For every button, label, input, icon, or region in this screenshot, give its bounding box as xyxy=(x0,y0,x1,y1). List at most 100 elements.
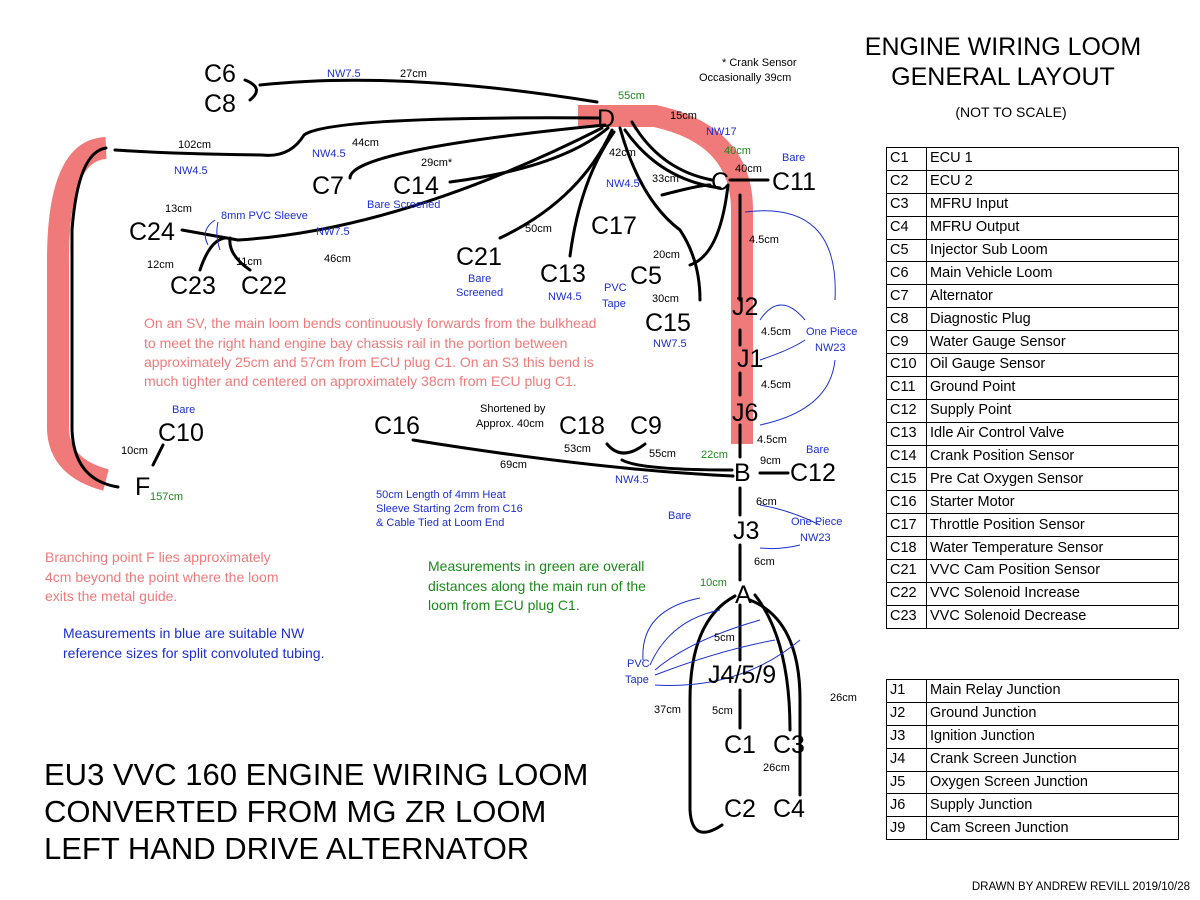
main-title-line-3: LEFT HAND DRIVE ALTERNATOR xyxy=(44,831,530,866)
meas-55: 55cm xyxy=(649,448,676,460)
meas-69: 69cm xyxy=(500,459,527,471)
svg-text:reference sizes for split conv: reference sizes for split convoluted tub… xyxy=(63,645,324,661)
legend-description: Crank Position Sensor xyxy=(926,444,1179,469)
blue-bare4: Bare xyxy=(668,510,691,522)
main-run-highlight xyxy=(578,105,753,444)
blue-bare-screened2b: Screened xyxy=(456,287,503,299)
legend-description: MFRU Output xyxy=(926,215,1179,240)
svg-text:Measurements in blue are suita: Measurements in blue are suitable NW xyxy=(63,625,305,641)
legend-description: VVC Cam Position Sensor xyxy=(926,559,1179,583)
legend-description: Crank Screen Junction xyxy=(926,747,1179,772)
legend-code: J1 xyxy=(886,679,927,703)
legend-description: Ignition Junction xyxy=(926,724,1179,749)
node-c23: C23 xyxy=(170,272,216,300)
meas-26a: 26cm xyxy=(830,692,857,704)
legend-code: C8 xyxy=(886,307,927,332)
green-157: 157cm xyxy=(150,491,183,503)
node-c16: C16 xyxy=(374,412,420,440)
legend-description: Alternator xyxy=(926,284,1179,309)
svg-text:approximately 25cm and 57cm fr: approximately 25cm and 57cm from ECU plu… xyxy=(144,354,594,370)
meas-6b: 6cm xyxy=(754,556,775,568)
blue-heat2: Sleeve Starting 2cm from C16 xyxy=(376,503,523,515)
node-j459: J4/5/9 xyxy=(708,661,776,689)
meas-13: 13cm xyxy=(165,203,192,215)
node-c24: C24 xyxy=(129,218,175,246)
tubing-labels: NW7.5 NW4.5 NW4.5 NW17 Bare NW4.5 8mm PV… xyxy=(172,68,857,686)
blue-nw23a: NW23 xyxy=(815,342,846,354)
blue-sleeve: 8mm PVC Sleeve xyxy=(221,210,308,222)
f-note: Branching point F lies approximately 4cm… xyxy=(45,549,278,604)
main-title: EU3 VVC 160 ENGINE WIRING LOOM CONVERTED… xyxy=(44,756,588,867)
meas-102: 102cm xyxy=(178,139,211,151)
meas-46: 46cm xyxy=(324,253,351,265)
legend-code: C9 xyxy=(886,330,927,355)
meas-5b: 5cm xyxy=(712,705,733,717)
legend-description: Main Relay Junction xyxy=(926,679,1179,703)
node-f: F xyxy=(135,473,150,501)
legend-code: C4 xyxy=(886,215,927,240)
legend-code: J4 xyxy=(886,747,927,772)
blue-note: Measurements in blue are suitable NW ref… xyxy=(63,625,324,661)
legend-description: ECU 1 xyxy=(926,147,1179,171)
svg-text:4cm beyond the point where the: 4cm beyond the point where the loom xyxy=(45,569,278,585)
node-j6: J6 xyxy=(732,399,758,427)
legend-description: VVC Solenoid Decrease xyxy=(926,604,1179,629)
legend-code: C7 xyxy=(886,284,927,309)
meas-44: 44cm xyxy=(352,137,379,149)
node-b: B xyxy=(734,459,751,487)
node-c9: C9 xyxy=(630,412,662,440)
meas-6a: 6cm xyxy=(756,496,777,508)
green-note: Measurements in green are overall distan… xyxy=(428,558,646,613)
node-c2: C2 xyxy=(724,795,756,823)
header-subtitle: (NOT TO SCALE) xyxy=(955,104,1066,120)
meas-27: 27cm xyxy=(400,68,427,80)
meas-10: 10cm xyxy=(121,445,148,457)
green-10: 10cm xyxy=(700,577,727,589)
meas-42: 42cm xyxy=(609,147,636,159)
measurements: 27cm 102cm 44cm 29cm* 42cm 15cm 33cm 40c… xyxy=(121,57,857,774)
green-22: 22cm xyxy=(701,449,728,461)
distance-labels: 55cm 40cm 22cm 157cm 10cm xyxy=(150,90,751,589)
legend-description: Water Gauge Sensor xyxy=(926,330,1179,355)
meas-45d: 4.5cm xyxy=(757,434,787,446)
legend-code: C14 xyxy=(886,444,927,469)
node-j3: J3 xyxy=(733,517,759,545)
legend-code: C5 xyxy=(886,238,927,263)
meas-26b: 26cm xyxy=(763,762,790,774)
legend-code: J3 xyxy=(886,724,927,749)
header-title-1: ENGINE WIRING LOOM xyxy=(865,33,1141,61)
legend-description: Throttle Position Sensor xyxy=(926,513,1179,538)
legend-code: C3 xyxy=(886,192,927,217)
legend-description: Water Temperature Sensor xyxy=(926,536,1179,561)
green-40: 40cm xyxy=(724,145,751,157)
shortened-note-1: Shortened by xyxy=(480,403,546,415)
legend-code: J5 xyxy=(886,770,927,795)
shortened-note-2: Approx. 40cm xyxy=(476,418,544,430)
credit: DRAWN BY ANDREW REVILL 2019/10/28 xyxy=(972,881,1190,893)
meas-20: 20cm xyxy=(653,249,680,261)
wires xyxy=(70,78,802,834)
legend-description: Idle Air Control Valve xyxy=(926,421,1179,446)
meas-45c: 4.5cm xyxy=(761,379,791,391)
node-c13: C13 xyxy=(540,260,586,288)
legend-code: C21 xyxy=(886,559,927,583)
blue-nw23b: NW23 xyxy=(800,532,831,544)
legend-code: C2 xyxy=(886,169,927,194)
blue-one-piece1: One Piece xyxy=(806,326,857,338)
blue-bare-screened2a: Bare xyxy=(468,273,491,285)
meas-29: 29cm* xyxy=(421,157,453,169)
legend-code: C6 xyxy=(886,261,927,286)
blue-bare1: Bare xyxy=(782,152,805,164)
